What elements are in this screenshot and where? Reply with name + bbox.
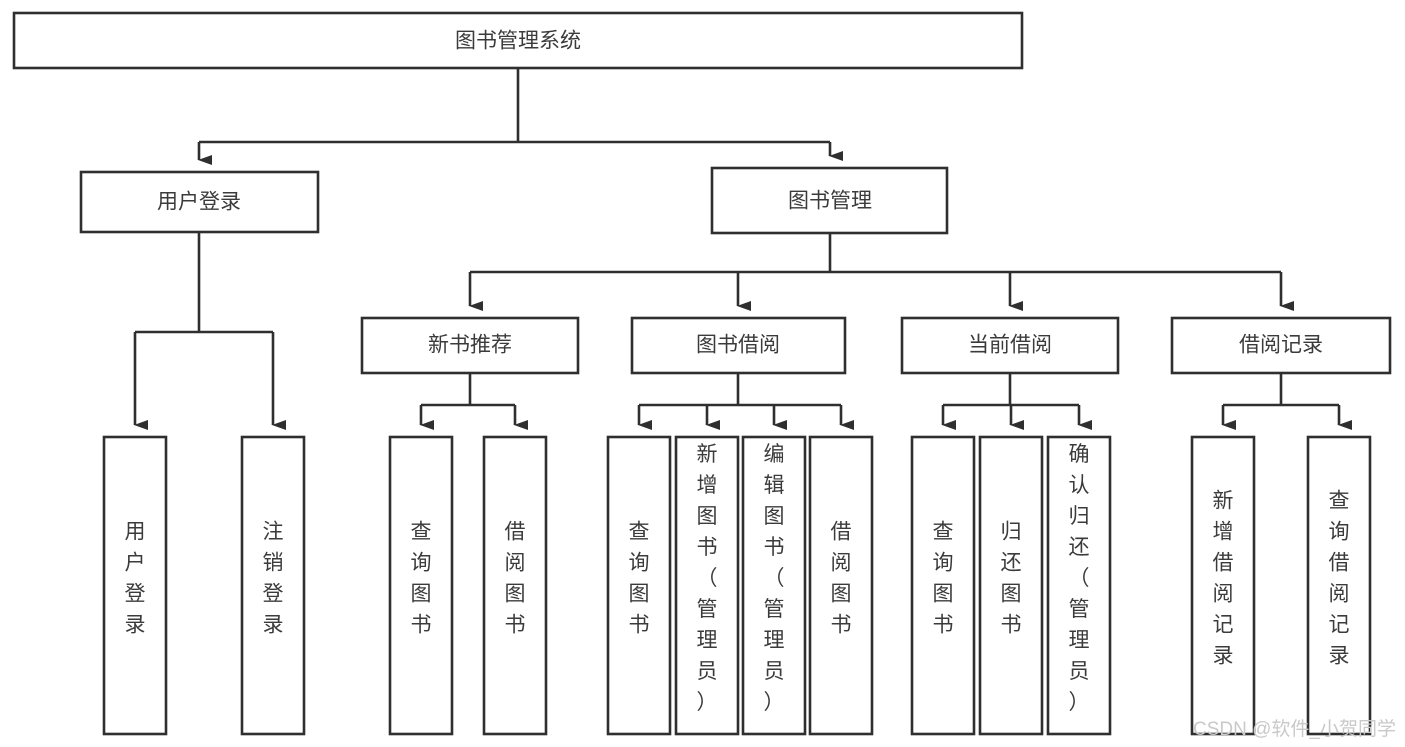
node-borrow-record[interactable]: 借阅记录 xyxy=(1170,316,1392,375)
node-user-login-label: 用户登录 xyxy=(157,191,241,214)
node-current-borrow-label: 当前借阅 xyxy=(968,334,1052,357)
node-root-box[interactable] xyxy=(12,11,1024,70)
node-user-login[interactable]: 用户登录 xyxy=(79,170,320,234)
node-book-manage-box[interactable] xyxy=(710,166,949,235)
node-new-book-recommend[interactable]: 新书推荐 xyxy=(360,316,580,375)
node-book-borrow[interactable]: 图书借阅 xyxy=(630,316,847,375)
leaf-add-borrow-record-box[interactable] xyxy=(1190,435,1256,736)
leaf-edit-book-label: 编辑图书（管理员） xyxy=(764,443,785,714)
node-current-borrow-box[interactable] xyxy=(900,316,1120,375)
leaf-query-borrow-record-box[interactable] xyxy=(1306,435,1372,736)
node-new-book-recommend-label: 新书推荐 xyxy=(428,334,512,357)
leaf-add-book-label: 新增图书（管理员） xyxy=(697,443,718,714)
leaf-borrow-book-2-label: 借阅图书 xyxy=(831,521,852,637)
connector-layer xyxy=(133,68,1352,430)
node-root[interactable]: 图书管理系统 xyxy=(12,11,1024,70)
node-book-manage-label: 图书管理 xyxy=(788,190,872,213)
leaf-return-book-label: 归还图书 xyxy=(1001,521,1022,637)
leaf-confirm-return-label: 确认归还（管理员） xyxy=(1069,443,1090,714)
leaf-query-borrow-record-label: 查询借阅记录 xyxy=(1329,490,1350,668)
node-user-login-box[interactable] xyxy=(79,170,320,234)
leaf-query-book-2-box[interactable] xyxy=(606,435,672,736)
node-borrow-record-label: 借阅记录 xyxy=(1239,334,1323,357)
node-book-borrow-label: 图书借阅 xyxy=(696,334,780,357)
leaf-add-borrow-record-label: 新增借阅记录 xyxy=(1213,490,1234,668)
watermark-label: CSDN @软件_小贺同学 xyxy=(1193,718,1396,740)
leaf-edit-book-box[interactable] xyxy=(741,435,807,736)
leaf-label-layer: 用户登录 注销登录 查询图书 借阅图书 查询图书 新增图书（管理员） 编辑图书（… xyxy=(125,443,1350,714)
leaf-query-book-1-box[interactable] xyxy=(388,435,454,736)
node-borrow-record-box[interactable] xyxy=(1170,316,1392,375)
leaf-user-login-box[interactable] xyxy=(102,435,168,736)
leaf-user-login-label: 用户登录 xyxy=(125,521,146,637)
leaf-confirm-return-box[interactable] xyxy=(1046,435,1112,736)
node-root-label: 图书管理系统 xyxy=(455,30,581,53)
leaf-borrow-book-1-box[interactable] xyxy=(482,435,548,736)
leaf-query-book-2-label: 查询图书 xyxy=(629,521,650,637)
leaf-user-logout-label: 注销登录 xyxy=(263,521,284,637)
node-new-book-recommend-box[interactable] xyxy=(360,316,580,375)
leaf-return-book-box[interactable] xyxy=(978,435,1044,736)
leaf-query-book-3-label: 查询图书 xyxy=(933,521,954,637)
leaf-query-book-1-label: 查询图书 xyxy=(411,521,432,637)
leaf-add-book-box[interactable] xyxy=(674,435,740,736)
node-book-manage[interactable]: 图书管理 xyxy=(710,166,949,235)
leaf-borrow-book-2-box[interactable] xyxy=(808,435,874,736)
node-current-borrow[interactable]: 当前借阅 xyxy=(900,316,1120,375)
leaf-layer xyxy=(102,435,1372,736)
leaf-user-logout-box[interactable] xyxy=(240,435,306,736)
leaf-query-book-3-box[interactable] xyxy=(910,435,976,736)
node-book-borrow-box[interactable] xyxy=(630,316,847,375)
leaf-borrow-book-1-label: 借阅图书 xyxy=(505,521,526,637)
